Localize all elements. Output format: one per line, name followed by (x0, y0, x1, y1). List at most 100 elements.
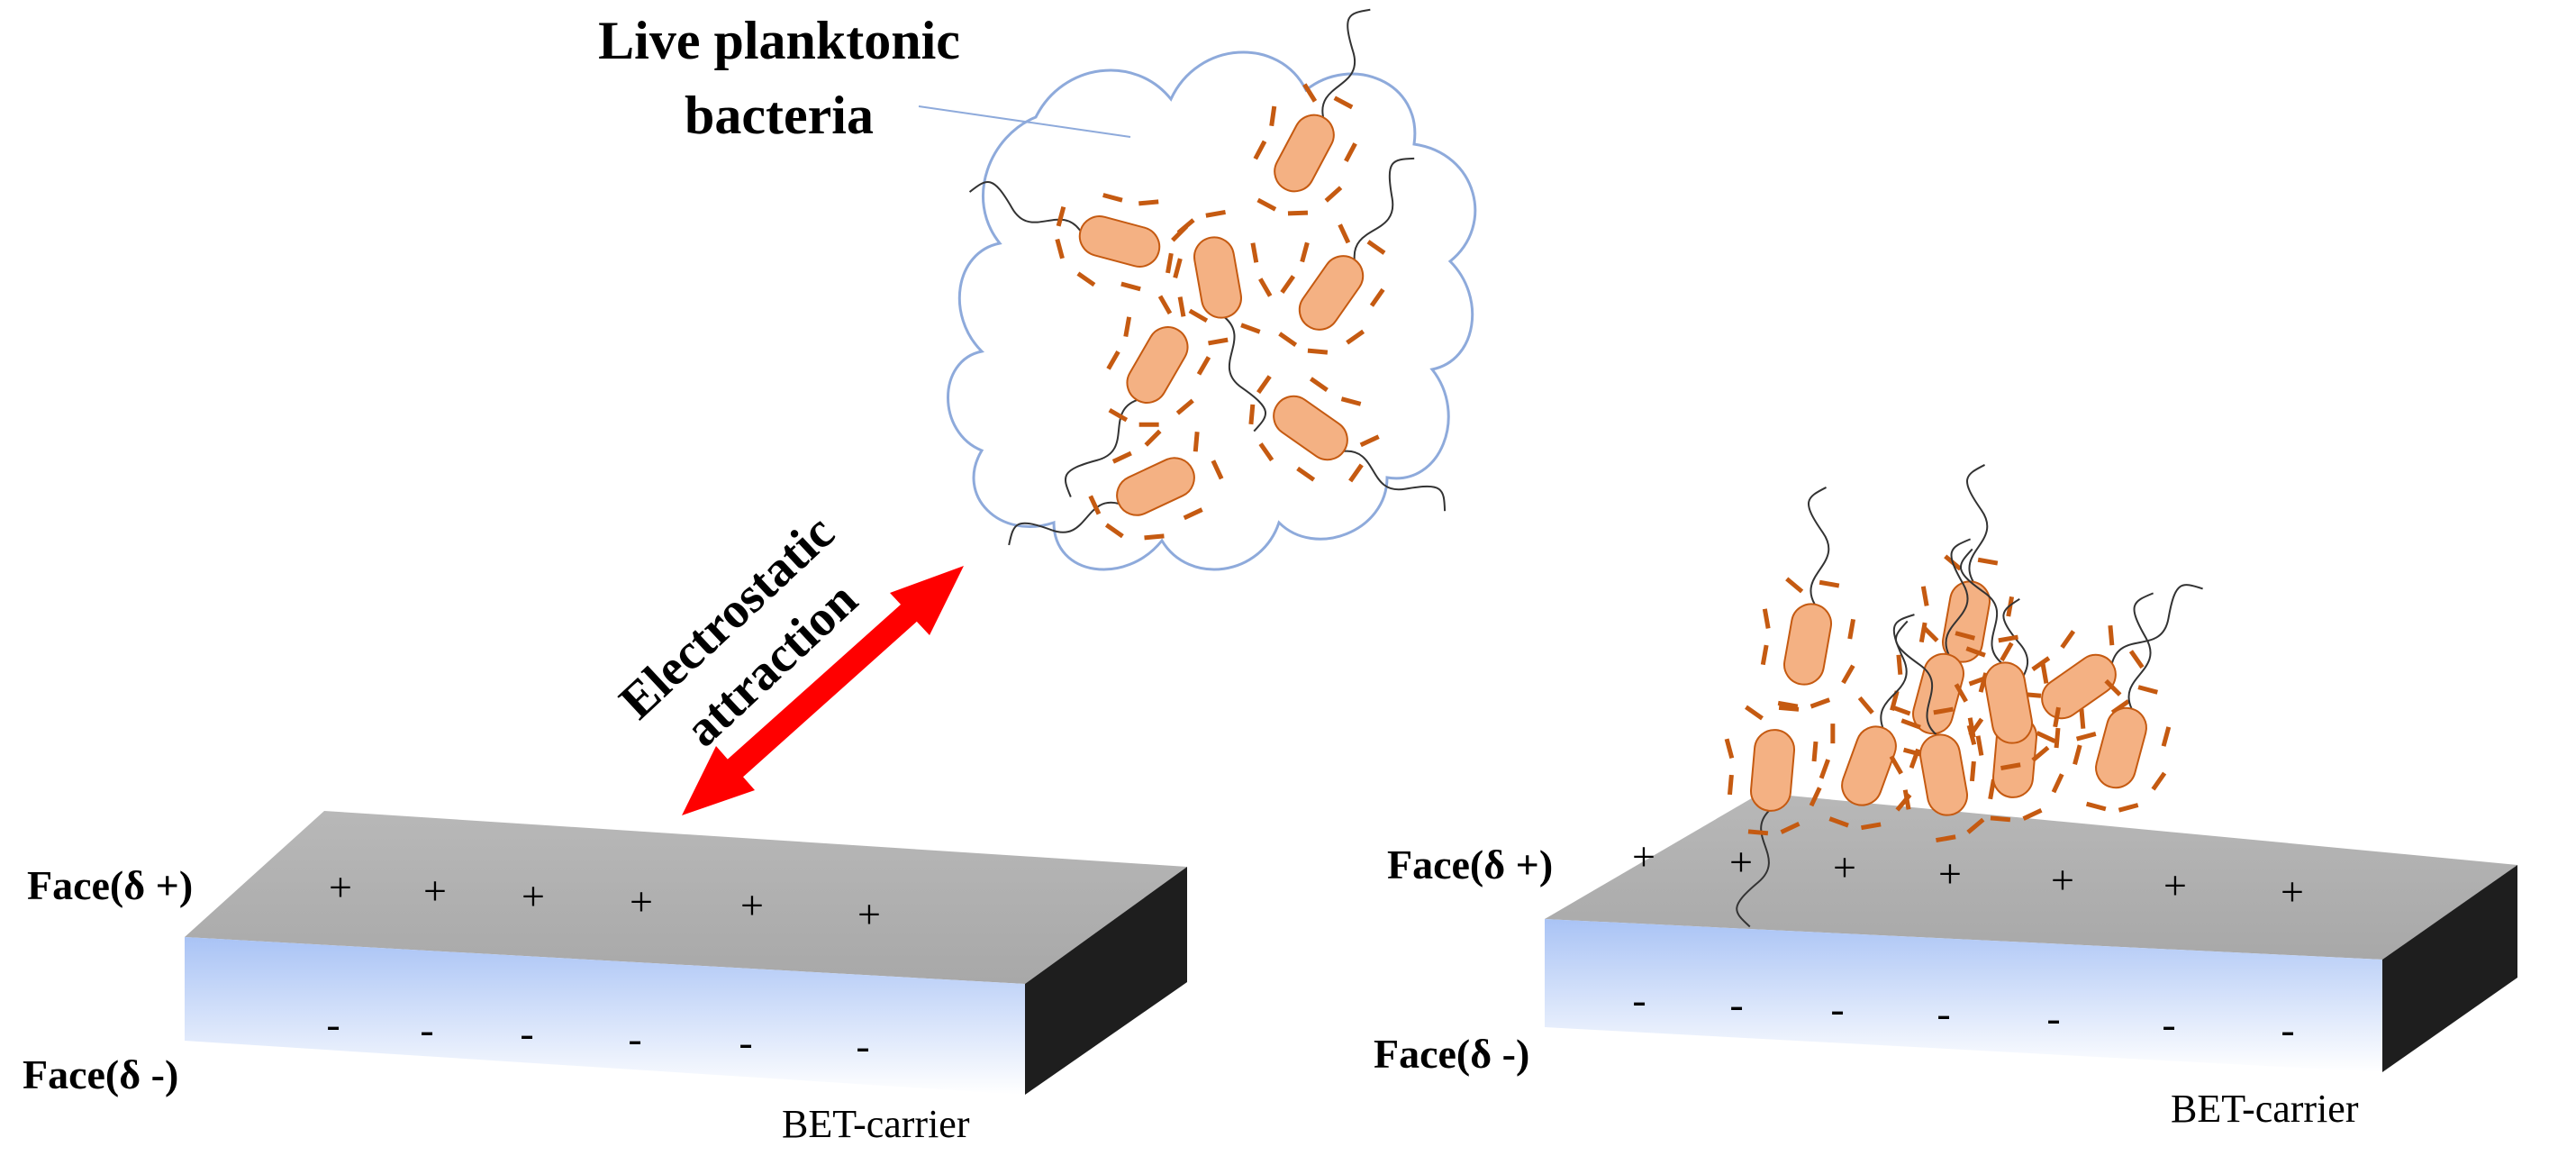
right-carrier-front-face (1545, 919, 2382, 1072)
bacterium (1253, 8, 1371, 216)
negative-charge-mark (1900, 718, 1921, 730)
minus-charge: - (1937, 990, 1950, 1036)
flagellum (1008, 501, 1120, 546)
negative-charge-mark (1841, 664, 1855, 685)
negative-charge-mark (1780, 822, 1800, 834)
plus-charge: + (2281, 869, 2304, 915)
negative-charge-mark (1828, 816, 1849, 828)
negative-charge-mark (1166, 252, 1174, 274)
negative-charge-mark (2151, 771, 2167, 791)
negative-charge-mark (1144, 429, 1162, 447)
negative-charge-mark (1902, 789, 1911, 810)
negative-charge-mark (1258, 278, 1273, 297)
minus-charge: - (856, 1023, 869, 1069)
right-carrier: +++++++ ------- Face(δ +) Face(δ -) BET-… (1374, 464, 2517, 1131)
flagellum (1959, 548, 2002, 664)
negative-charge-mark (1106, 350, 1120, 370)
plus-charge: + (329, 864, 352, 910)
bacterium-body (1116, 457, 1195, 516)
negative-charge-mark (1138, 422, 1159, 427)
negative-charge-mark (1967, 717, 1976, 738)
bacterium-body (1912, 652, 1964, 735)
negative-charge-mark (1176, 218, 1195, 235)
arrow-head-lower-left (682, 746, 755, 815)
bacterium (1760, 487, 1856, 709)
negative-charge-mark (1366, 240, 1386, 255)
minus-charge: - (2281, 1006, 2294, 1052)
right-carrier-top-face (1545, 793, 2517, 960)
left-carrier: ++++++ ------ Face(δ +) Face(δ -) BET-ca… (23, 811, 1187, 1146)
cloud-label-line1: Live planktonic (598, 11, 960, 70)
negative-charge-mark (1920, 586, 1929, 606)
arrow-head-upper-right (890, 566, 964, 635)
negative-charge-mark (1977, 557, 1999, 566)
negative-charge-mark (1076, 271, 1096, 287)
arrow-label: Electrostatic attraction (609, 505, 868, 758)
negative-charge-mark (1173, 258, 1183, 278)
negative-charge-mark (1891, 705, 1911, 716)
negative-charge-mark (1747, 829, 1769, 836)
negative-charge-mark (1338, 223, 1351, 244)
planktonic-cloud (947, 8, 1477, 571)
negative-charge-mark (2060, 630, 2076, 650)
negative-charge-mark (1309, 377, 1329, 393)
flagellum (1321, 8, 1371, 118)
minus-charge: - (1729, 981, 1743, 1027)
negative-charge-mark (1978, 672, 1989, 693)
plus-charge: + (423, 868, 447, 914)
negative-charge-mark (1088, 495, 1102, 515)
negative-charge-mark (1211, 460, 1224, 480)
flagellum (1736, 810, 1770, 928)
negative-charge-mark (1256, 197, 1277, 212)
bacterium (1008, 429, 1224, 546)
negative-charge-mark (2118, 803, 2139, 813)
negative-charge-mark (2022, 808, 2043, 821)
negative-charge-mark (1123, 316, 1132, 337)
plus-charge: + (522, 873, 545, 919)
bacterium (1278, 157, 1415, 355)
cloud-bacteria-group (968, 8, 1447, 546)
right-face-negative-label: Face(δ -) (1374, 1031, 1529, 1077)
bacterium-body (1984, 661, 2033, 744)
negative-charge-mark (2073, 744, 2082, 765)
arrow-shaft (720, 599, 922, 784)
left-carrier-minus-charges: ------ (326, 1001, 869, 1069)
negative-charge-mark (2036, 731, 2056, 743)
right-carrier-name: BET-carrier (2171, 1087, 2359, 1131)
negative-charge-mark (1278, 332, 1298, 347)
left-carrier-top-face (185, 811, 1187, 984)
left-carrier-plus-charges: ++++++ (329, 864, 881, 937)
negative-charge-mark (1966, 817, 1985, 834)
negative-charge-mark (1055, 238, 1065, 259)
negative-charge-mark (1250, 242, 1259, 263)
negative-charge-mark (2000, 642, 2014, 662)
bacterium (1724, 705, 1822, 928)
plus-charge: + (1833, 844, 1856, 890)
negative-charge-mark (1727, 774, 1734, 796)
bacterium-body (1274, 114, 1335, 193)
negative-charge-mark (1344, 142, 1357, 162)
flagellum (2110, 584, 2203, 664)
right-carrier-side-face (2382, 865, 2517, 1072)
negative-charge-mark (1144, 533, 1165, 541)
negative-charge-mark (1933, 706, 1954, 715)
negative-charge-mark (1300, 241, 1310, 263)
negative-charge-mark (1969, 760, 1976, 782)
right-carrier-plus-charges: +++++++ (1632, 833, 2304, 915)
right-face-positive-label: Face(δ +) (1387, 842, 1553, 887)
bacterium-body (2041, 653, 2117, 720)
negative-charge-mark (1954, 683, 1968, 703)
negative-charge-mark (1193, 432, 1200, 452)
bacterium (1954, 548, 2061, 771)
plus-charge: + (740, 882, 764, 928)
left-carrier-name: BET-carrier (782, 1102, 970, 1146)
flagellum (1880, 614, 1915, 729)
negative-charge-mark (1280, 275, 1296, 295)
negative-charge-mark (2128, 650, 2145, 669)
negative-charge-mark (1205, 209, 1226, 218)
negative-charge-mark (1921, 624, 1939, 642)
bacterium (1166, 209, 1273, 432)
negative-charge-mark (1830, 724, 1836, 744)
negative-charge-mark (1340, 396, 1362, 406)
